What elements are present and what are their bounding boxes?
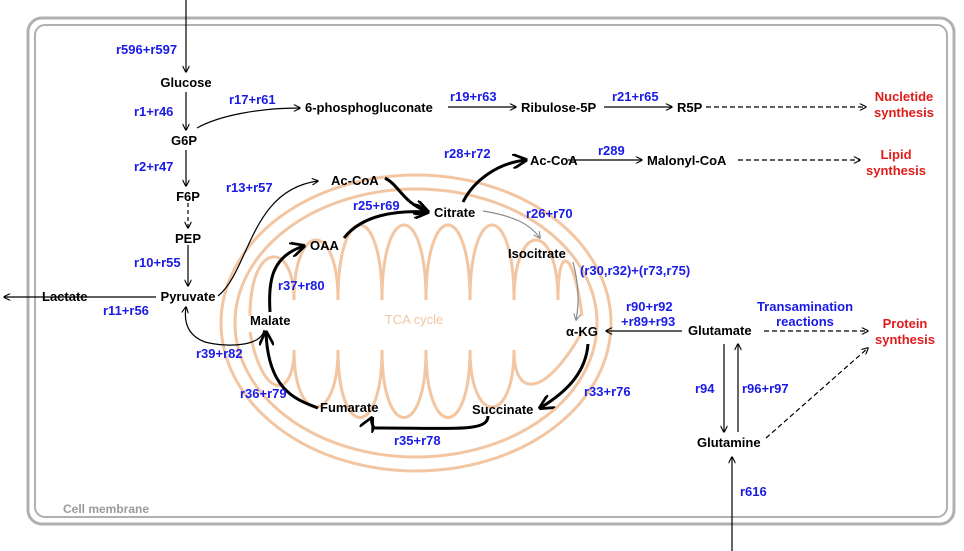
metabolite-glucose: Glucose bbox=[160, 75, 211, 90]
metabolite-f6p: F6P bbox=[176, 189, 200, 204]
mitochondrial-cristae bbox=[248, 223, 584, 419]
reaction-glucose-uptake: r596+r597 bbox=[116, 42, 177, 57]
reaction-transaminase-a: r90+r92 bbox=[626, 299, 673, 314]
arrow-pyruvate-accoa bbox=[217, 181, 318, 297]
tca-cycle-label: TCA cycle bbox=[385, 312, 444, 327]
reaction-ru5p-r5p: r21+r65 bbox=[612, 89, 659, 104]
reaction-akgdh: r33+r76 bbox=[584, 384, 631, 399]
arrow-g6p-6pg bbox=[196, 108, 300, 129]
metabolite-fumarate: Fumarate bbox=[320, 400, 379, 415]
metabolite-lactate: Lactate bbox=[42, 289, 88, 304]
metabolite-isocitrate: Isocitrate bbox=[508, 246, 566, 261]
reaction-fumarase: r36+r79 bbox=[240, 386, 287, 401]
reaction-citrate-synthase: r25+r69 bbox=[353, 198, 400, 213]
arrow-glutamine-protein bbox=[765, 348, 868, 439]
metabolite-pep: PEP bbox=[175, 231, 201, 246]
arrow-fumarate-malate bbox=[266, 332, 319, 410]
output-protein-line-1: Protein bbox=[883, 316, 928, 331]
thin-arrows bbox=[4, 0, 868, 551]
metabolite-glutamine: Glutamine bbox=[697, 435, 761, 450]
metabolite-g6p: G6P bbox=[171, 133, 197, 148]
reaction-pdh: r13+r57 bbox=[226, 180, 273, 195]
reaction-g6p-6pg: r17+r61 bbox=[229, 92, 276, 107]
metabolite-glutamate: Glutamate bbox=[688, 323, 752, 338]
arrow-citrate-accoa bbox=[461, 160, 526, 203]
metabolite-ribulose-5p: Ribulose-5P bbox=[521, 100, 596, 115]
thick-arrows bbox=[266, 160, 590, 428]
mitochondrion bbox=[219, 173, 613, 473]
output-nucleotide-line-2: synthesis bbox=[874, 105, 934, 120]
reaction-glutamine-uptake: r616 bbox=[740, 484, 767, 499]
cell-membrane bbox=[26, 16, 956, 526]
reaction-citrate-accoa: r28+r72 bbox=[444, 146, 491, 161]
output-lipid-line-1: Lipid bbox=[880, 147, 911, 162]
arrow-isocitrate-akg bbox=[572, 261, 578, 320]
arrow-oaa-citrate bbox=[342, 212, 428, 239]
reaction-6pg-ru5p: r19+r63 bbox=[450, 89, 497, 104]
arrow-malate-oaa bbox=[268, 246, 304, 313]
cell-membrane-label: Cell membrane bbox=[63, 502, 149, 516]
reaction-gls: r94 bbox=[695, 381, 715, 396]
output-nucleotide-line-1: Nucletide bbox=[875, 89, 934, 104]
reaction-malic-enzyme: r39+r82 bbox=[196, 346, 243, 361]
arrow-akg-succinate bbox=[540, 343, 590, 408]
metabolite-alpha-kg: α-KG bbox=[566, 324, 598, 339]
metabolite-accoa-mito: Ac-CoA bbox=[331, 173, 379, 188]
reaction-idh: (r30,r32)+(r73,r75) bbox=[580, 263, 690, 278]
reaction-transaminase-b: +r89+r93 bbox=[621, 314, 675, 329]
output-lipid-line-2: synthesis bbox=[866, 163, 926, 178]
reaction-g6p-f6p: r2+r47 bbox=[134, 159, 173, 174]
arrow-citrate-isocitrate bbox=[482, 210, 540, 238]
reaction-hexokinase: r1+r46 bbox=[134, 104, 173, 119]
metabolite-pyruvate: Pyruvate bbox=[161, 289, 216, 304]
grey-arrows bbox=[482, 210, 578, 320]
metabolite-citrate: Citrate bbox=[434, 205, 475, 220]
metabolite-oaa: OAA bbox=[310, 238, 340, 253]
reaction-sdh: r35+r78 bbox=[394, 433, 441, 448]
metabolite-6-phosphogluconate: 6-phosphogluconate bbox=[305, 100, 433, 115]
reaction-gs: r96+r97 bbox=[742, 381, 789, 396]
transamination-note-line-2: reactions bbox=[776, 314, 834, 329]
arrow-succinate-fumarate bbox=[372, 416, 490, 428]
reaction-aconitase: r26+r70 bbox=[526, 206, 573, 221]
transamination-note-line-1: Transamination bbox=[757, 299, 853, 314]
metabolite-accoa-cyto: Ac-CoA bbox=[530, 153, 578, 168]
reaction-mdh: r37+r80 bbox=[278, 278, 325, 293]
metabolite-r5p: R5P bbox=[677, 100, 703, 115]
reaction-pep-pyruvate: r10+r55 bbox=[134, 255, 181, 270]
metabolite-succinate: Succinate bbox=[472, 402, 533, 417]
metabolite-malate: Malate bbox=[250, 313, 290, 328]
reaction-lactate: r11+r56 bbox=[103, 303, 149, 318]
metabolite-malonyl-coa: Malonyl-CoA bbox=[647, 153, 727, 168]
arrow-malate-pyruvate bbox=[185, 307, 265, 346]
reaction-acc: r289 bbox=[598, 143, 625, 158]
output-protein-line-2: synthesis bbox=[875, 332, 935, 347]
